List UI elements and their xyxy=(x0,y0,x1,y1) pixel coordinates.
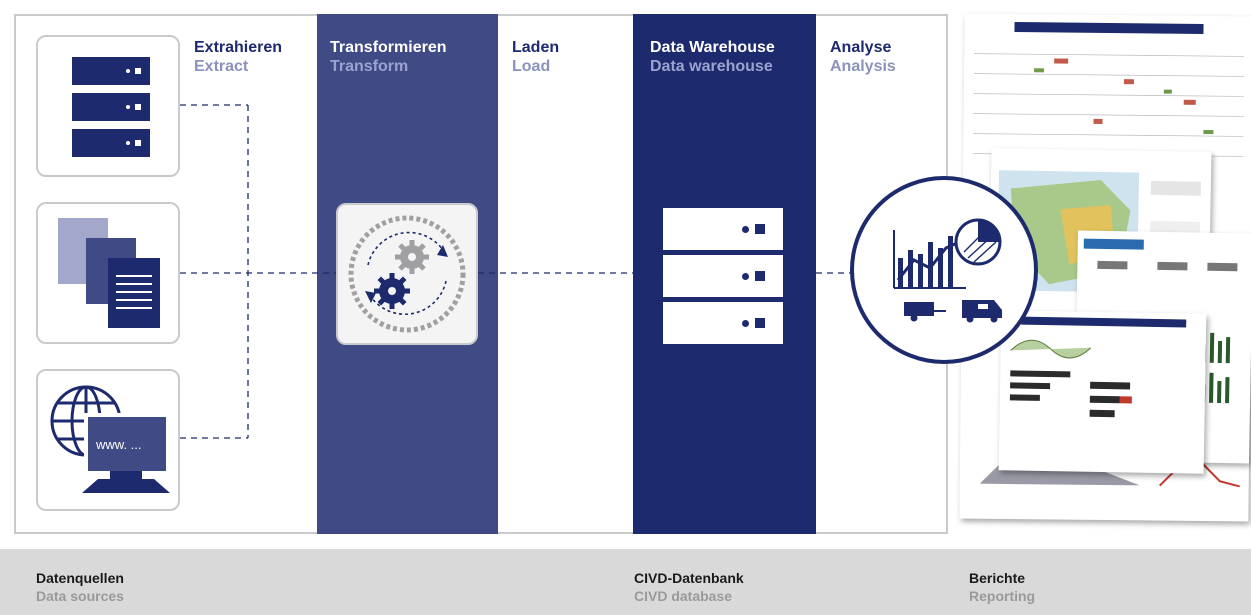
stage-load-de: Laden xyxy=(512,39,560,56)
footer-data-sources-en: Data sources xyxy=(36,588,124,604)
footer-reporting-de: Berichte xyxy=(969,570,1026,586)
footer-reporting: Berichte Reporting xyxy=(969,569,1035,605)
stage-transform: Transformieren Transform xyxy=(330,38,446,76)
analysis-circle xyxy=(850,176,1038,364)
server-stack-icon xyxy=(72,57,150,157)
warehouse-server-unit xyxy=(663,208,783,250)
warehouse-server-unit xyxy=(663,255,783,297)
footer-data-sources-de: Datenquellen xyxy=(36,570,124,586)
source-web-box: www. ... xyxy=(36,369,180,511)
footer-database-en: CIVD database xyxy=(634,588,733,604)
footer-bar xyxy=(0,549,1251,615)
stage-extract-de: Extrahieren xyxy=(194,39,283,56)
report-bars-thumbnail xyxy=(998,310,1207,474)
web-address-label: www. ... xyxy=(96,437,142,452)
stage-analysis-de: Analyse xyxy=(830,39,892,56)
globe-computer-icon xyxy=(50,385,170,493)
analytics-icon xyxy=(893,218,1002,323)
stage-transform-en: Transform xyxy=(330,58,409,75)
transform-gears-box xyxy=(336,203,478,345)
footer-database-de: CIVD-Datenbank xyxy=(634,570,744,586)
stage-analysis: Analyse Analysis xyxy=(830,38,896,76)
report-bars-graphic xyxy=(1009,339,1132,418)
stage-extract: Extrahieren Extract xyxy=(194,38,282,76)
stage-load-en: Load xyxy=(512,58,551,75)
source-documents-box xyxy=(36,202,180,344)
stage-analysis-en: Analysis xyxy=(830,58,896,75)
gears-icon xyxy=(348,215,466,333)
source-database-box xyxy=(36,35,180,177)
stage-load: Laden Load xyxy=(512,38,559,76)
stage-data-warehouse: Data Warehouse Data warehouse xyxy=(650,38,775,76)
dashed-connectors xyxy=(180,104,870,439)
footer-database: CIVD-Datenbank CIVD database xyxy=(634,569,744,605)
stage-data-warehouse-de: Data Warehouse xyxy=(650,39,775,56)
footer-reporting-en: Reporting xyxy=(969,588,1036,604)
documents-icon xyxy=(58,218,160,328)
footer-data-sources: Datenquellen Data sources xyxy=(36,569,124,605)
stage-data-warehouse-en: Data warehouse xyxy=(650,58,773,75)
warehouse-server-unit xyxy=(663,302,783,344)
stage-transform-de: Transformieren xyxy=(330,39,447,56)
stage-extract-en: Extract xyxy=(194,58,249,75)
